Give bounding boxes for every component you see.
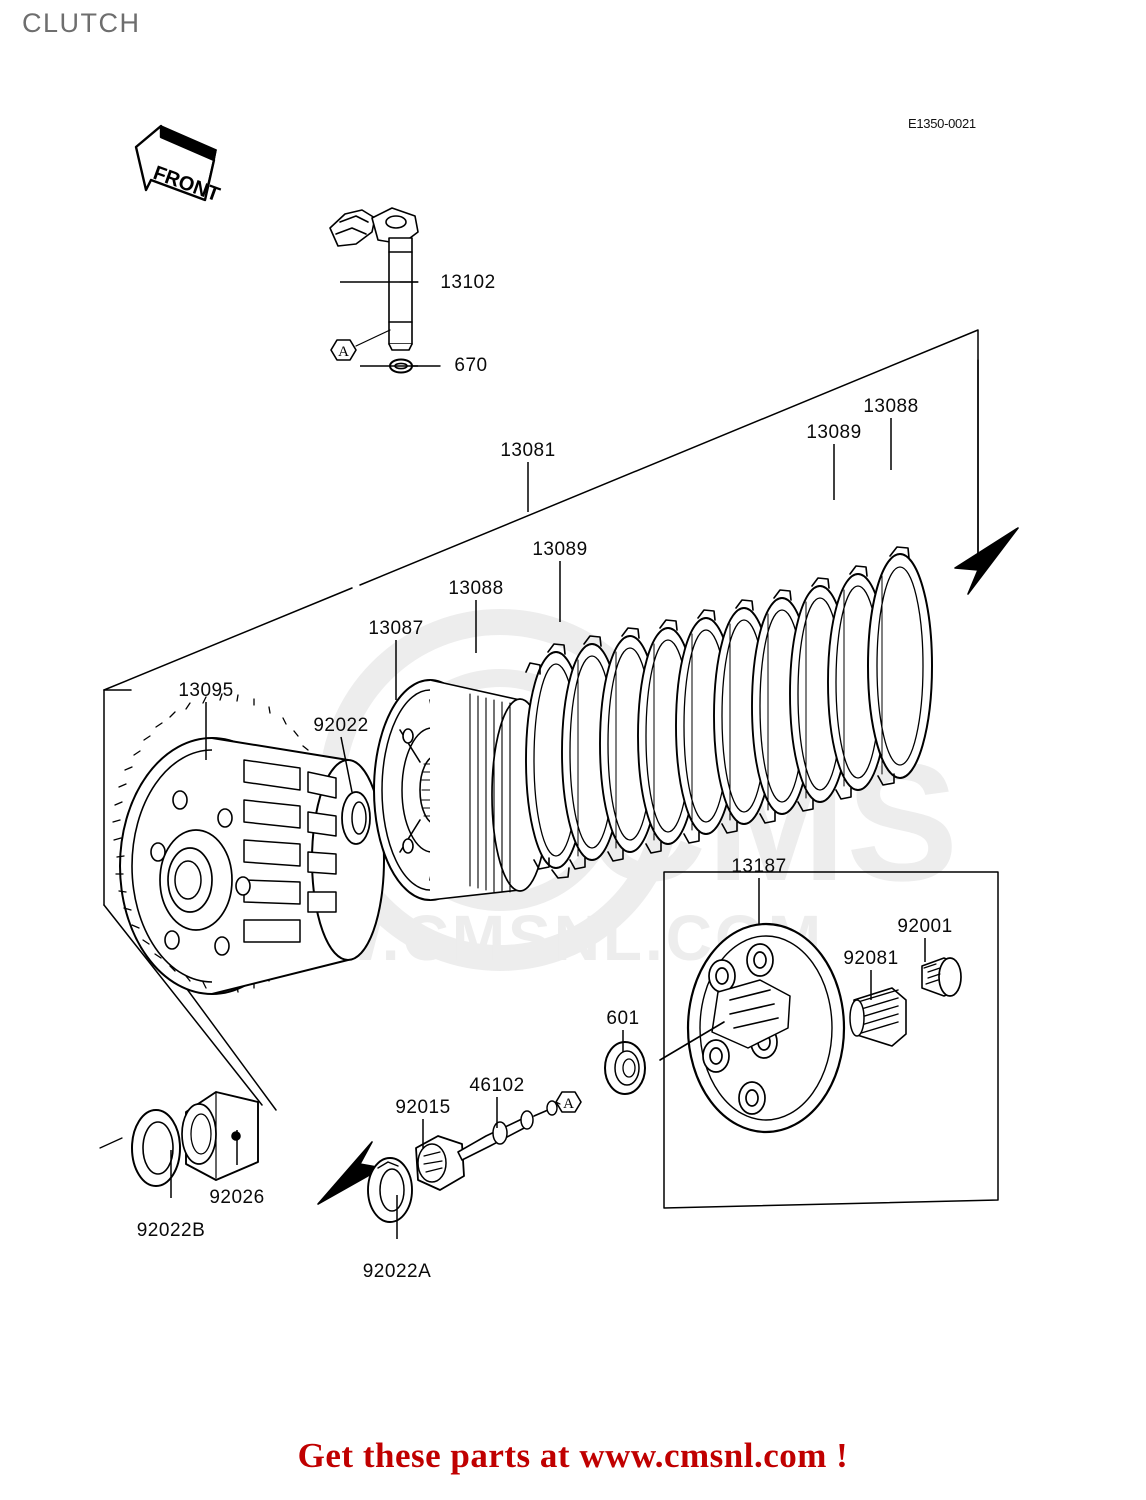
part-13095-clutch-housing <box>112 693 385 995</box>
view-direction-arrow-right <box>954 527 1019 595</box>
part-number-92001: 92001 <box>897 916 953 937</box>
part-number-92022a: 92022A <box>362 1261 432 1282</box>
part-number-13088: 13088 <box>448 578 504 599</box>
part-92022a-washer <box>367 1157 413 1223</box>
front-direction-arrow: FRONT <box>134 124 223 206</box>
part-number-13095: 13095 <box>178 680 234 701</box>
leader-line-92022 <box>340 736 353 793</box>
part-number-92022b: 92022B <box>136 1220 206 1241</box>
svg-text:A: A <box>563 1096 574 1112</box>
part-number-13187: 13187 <box>731 856 787 877</box>
assembly-boundary-frames <box>103 329 999 1209</box>
label-leader-lines <box>170 281 926 1239</box>
view-direction-arrow-left <box>317 1141 383 1205</box>
part-92081-clutch-spring <box>849 987 907 1047</box>
part-number-670: 670 <box>454 355 488 376</box>
part-number-92081: 92081 <box>843 948 899 969</box>
part-13102-release-shaft <box>329 207 419 351</box>
part-number-13081: 13081 <box>500 440 556 461</box>
part-92015-nut <box>415 1135 465 1191</box>
part-number-13089: 13089 <box>806 422 862 443</box>
part-92022b-washer <box>99 1109 181 1187</box>
svg-text:A: A <box>338 344 349 360</box>
clutch-plate <box>867 546 933 786</box>
diagram-reference-code: E1350-0021 <box>908 116 976 131</box>
part-number-601: 601 <box>606 1008 640 1029</box>
part-number-13102: 13102 <box>440 272 496 293</box>
part-number-13089: 13089 <box>532 539 588 560</box>
part-13187-pressure-plate <box>659 922 846 1134</box>
reference-marker-a-upper: A <box>330 329 391 361</box>
part-92022-washer <box>341 791 371 845</box>
part-13087-clutch-hub <box>373 679 549 901</box>
part-number-46102: 46102 <box>469 1075 525 1096</box>
part-number-92026: 92026 <box>209 1187 265 1208</box>
clutch-plate-stack <box>525 546 933 879</box>
reference-marker-a-lower: A <box>555 1091 582 1113</box>
part-601-release-bearing <box>604 1041 646 1095</box>
part-92001-spring-bolt <box>921 957 962 997</box>
part-number-13088: 13088 <box>863 396 919 417</box>
footer-promo-text: Get these parts at www.cmsnl.com ! <box>297 1436 849 1475</box>
part-number-92015: 92015 <box>395 1097 451 1118</box>
part-number-13087: 13087 <box>368 618 424 639</box>
part-92026-collar <box>181 1091 259 1181</box>
part-46102-push-rod <box>457 1100 558 1161</box>
page-title: CLUTCH <box>22 8 141 38</box>
part-number-92022: 92022 <box>313 715 369 736</box>
